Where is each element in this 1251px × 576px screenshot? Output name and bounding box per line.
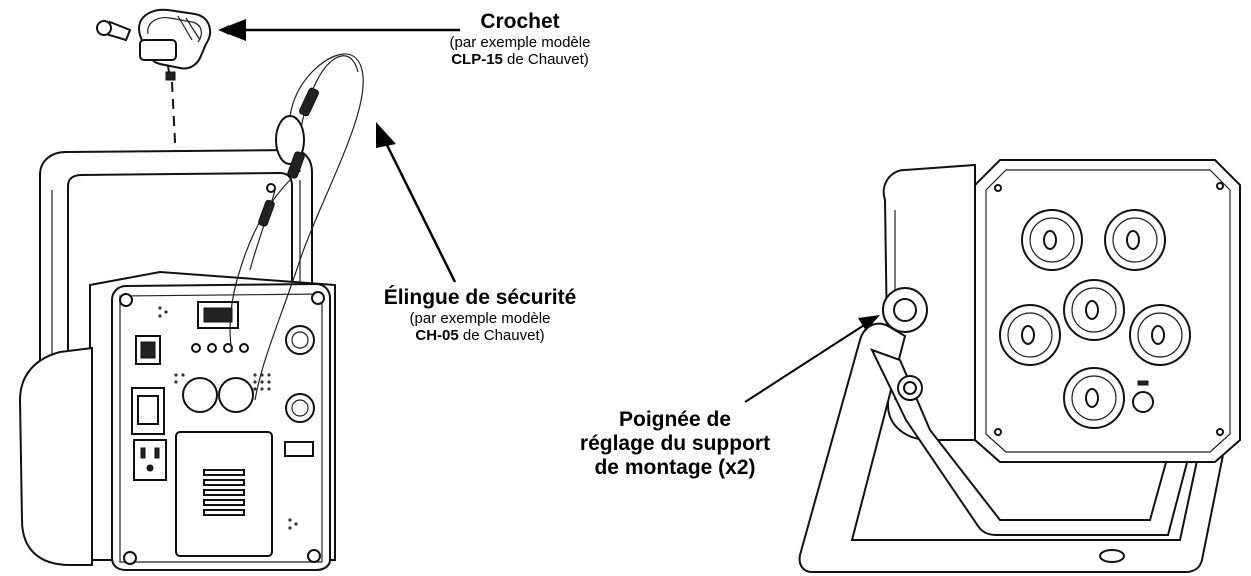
front-fixture-illustration xyxy=(798,159,1241,573)
rear-fixture-illustration xyxy=(18,148,336,571)
hook-subtitle-line2: CLP-15 de Chauvet) xyxy=(400,51,640,68)
safety-cable-illustration xyxy=(229,53,364,401)
safety-cable-title: Élingue de sécurité xyxy=(383,286,577,309)
safety-cable-subtitle-line1: (par exemple modèle xyxy=(409,310,551,328)
hook-subtitle-line1: (par exemple modèle xyxy=(449,34,591,52)
hook-brand: de Chauvet) xyxy=(502,51,589,69)
safety-cable-label: Élingue de sécurité (par exemple modèle … xyxy=(355,286,605,345)
led-lenses xyxy=(999,209,1191,429)
knob-label: Poignée de réglage du support de montage… xyxy=(535,408,815,480)
arrow-to-knob xyxy=(744,319,873,403)
safety-cable-subtitle-line2: CH-05 de Chauvet) xyxy=(355,327,605,344)
arrow-to-safety-cable xyxy=(380,134,457,283)
hook-label: Crochet (par exemple modèle CLP-15 de Ch… xyxy=(400,10,640,69)
knob-label-line2: réglage du support xyxy=(579,432,771,456)
clamp-illustration xyxy=(96,8,211,81)
safety-cable-model: CH-05 xyxy=(415,327,459,345)
safety-cable-brand: de Chauvet) xyxy=(458,327,545,345)
clamp-drop-line xyxy=(171,81,177,163)
knob-label-line1: Poignée de xyxy=(618,408,732,431)
knob-label-line3: de montage (x2) xyxy=(594,456,756,480)
hook-model: CLP-15 xyxy=(451,51,503,69)
hook-title: Crochet xyxy=(480,10,560,33)
